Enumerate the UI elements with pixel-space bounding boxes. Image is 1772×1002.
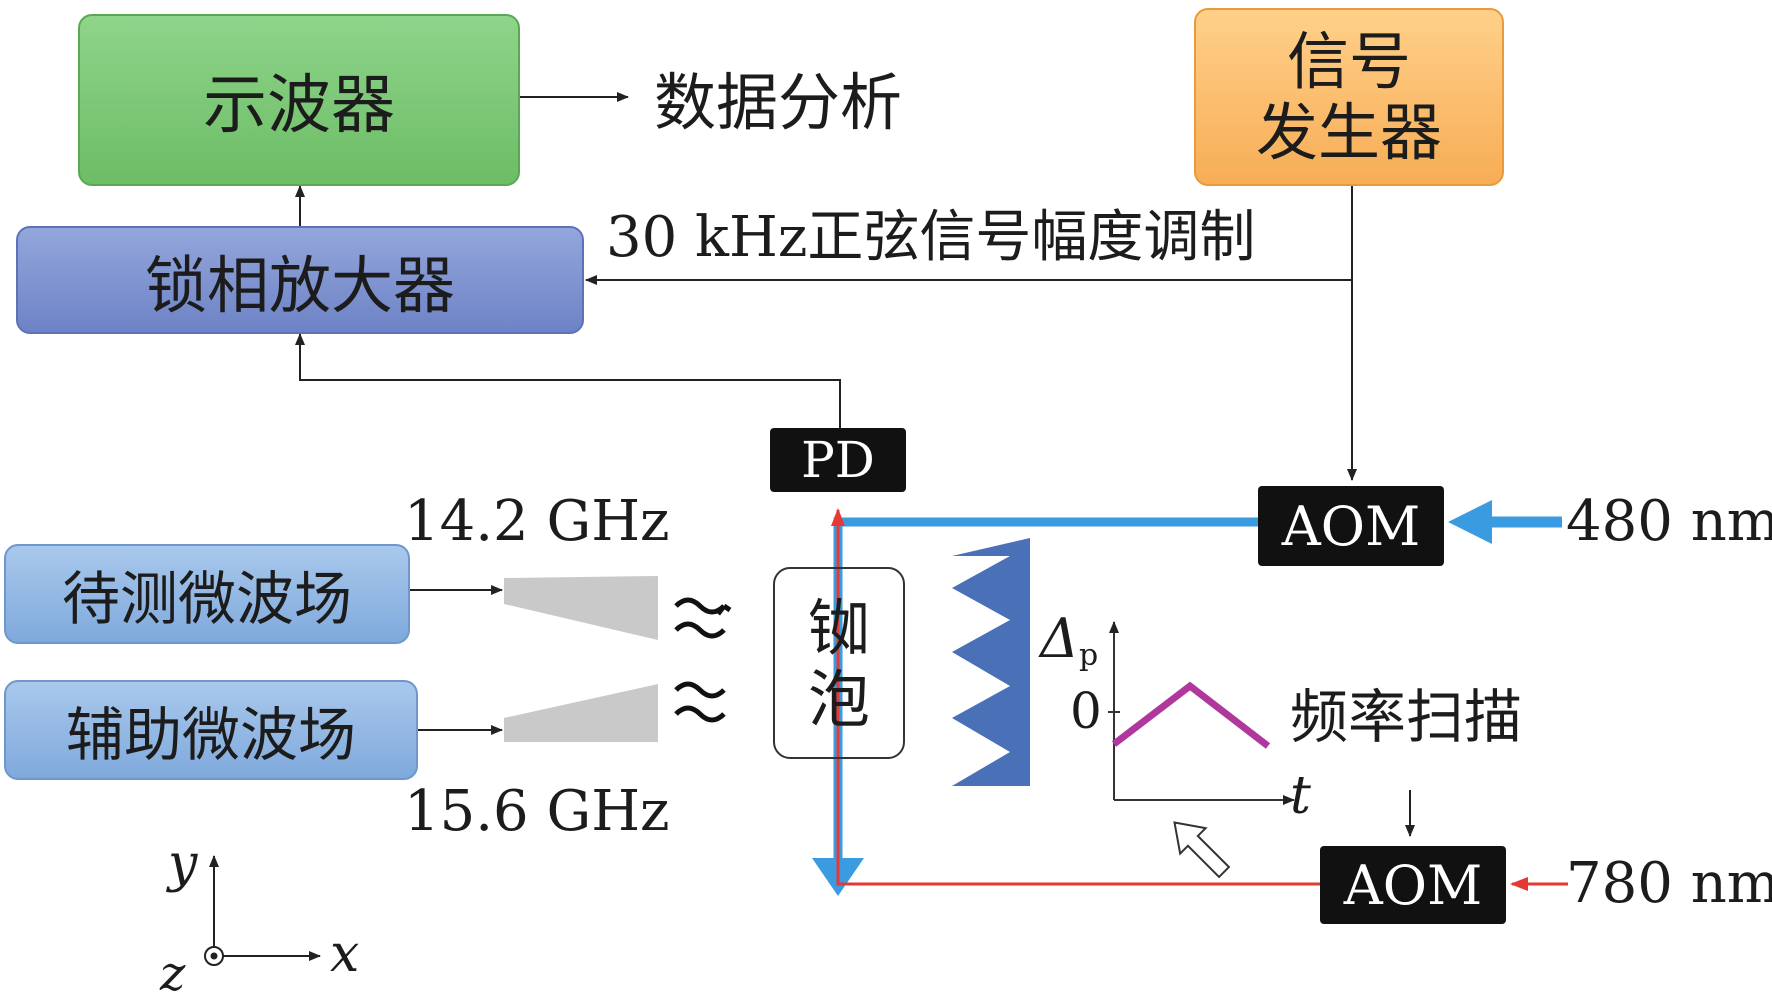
coord-z-label: z [160,946,186,1002]
signal-generator-box: 信号 发生器 [1194,8,1504,186]
aom-top-label: AOM [1281,494,1421,558]
microwave-wave-bottom-icon [674,681,726,723]
blue-input-arrowhead [1448,500,1492,544]
coord-z-dot [210,952,218,960]
mw-aux-label: 辅助微波场 [65,701,356,769]
mw-under-test-label: 待测微波场 [61,565,352,633]
delta-subscript: p [1079,638,1099,673]
pd-label: PD [801,431,875,489]
coord-y-label: y [168,834,198,894]
data-analysis-label: 数据分析 [654,66,903,139]
modulation-label: 30 kHz正弦信号幅度调制 [606,205,1256,270]
hollow-pointer-arrow-icon [1173,821,1231,879]
microwave-wave-top-icon [674,597,732,639]
wavelength-480-label: 480 nm [1566,489,1772,554]
horn-antenna-top [504,576,658,640]
mw-under-test-box: 待测微波场 [4,544,410,644]
inset-scan-line [1111,681,1271,749]
delta-symbol: Δ [1040,607,1079,670]
wavelength-780-label: 780 nm [1566,851,1772,916]
inset-delta-label: Δp [1040,612,1098,671]
rubidium-cell-label: 铷 泡 [774,574,904,754]
signal-generator-label-line1: 信号 [1286,24,1411,98]
oscilloscope-label: 示波器 [203,69,395,143]
oscilloscope-box: 示波器 [78,14,520,186]
mw-aux-box: 辅助微波场 [4,680,418,780]
lockin-amplifier-box: 锁相放大器 [16,226,584,334]
pd-to-lockin-arrow [295,333,841,428]
photodetector-box: PD [770,428,906,492]
inset-t-label: t [1290,766,1311,826]
red-beam [831,508,1320,886]
aom-bottom-box: AOM [1320,846,1506,924]
horn-antenna-bottom [504,684,658,742]
aom-top-box: AOM [1258,486,1444,566]
coord-x-label: x [330,924,360,984]
rubidium-cell [773,567,905,759]
aom-bottom-label: AOM [1343,853,1483,917]
sawtooth-icon [952,538,1030,786]
signal-generator-label-line2: 发生器 [1255,96,1442,169]
freq-bottom-label: 15.6 GHz [404,779,670,844]
cell-label-line1: 铷 [807,591,870,665]
cell-label-line2: 泡 [807,663,870,736]
freq-scan-label: 频率扫描 [1290,683,1523,751]
freq-top-label: 14.2 GHz [404,489,670,554]
lockin-amplifier-label: 锁相放大器 [144,249,455,322]
inset-zero-label: 0 [1070,682,1102,740]
